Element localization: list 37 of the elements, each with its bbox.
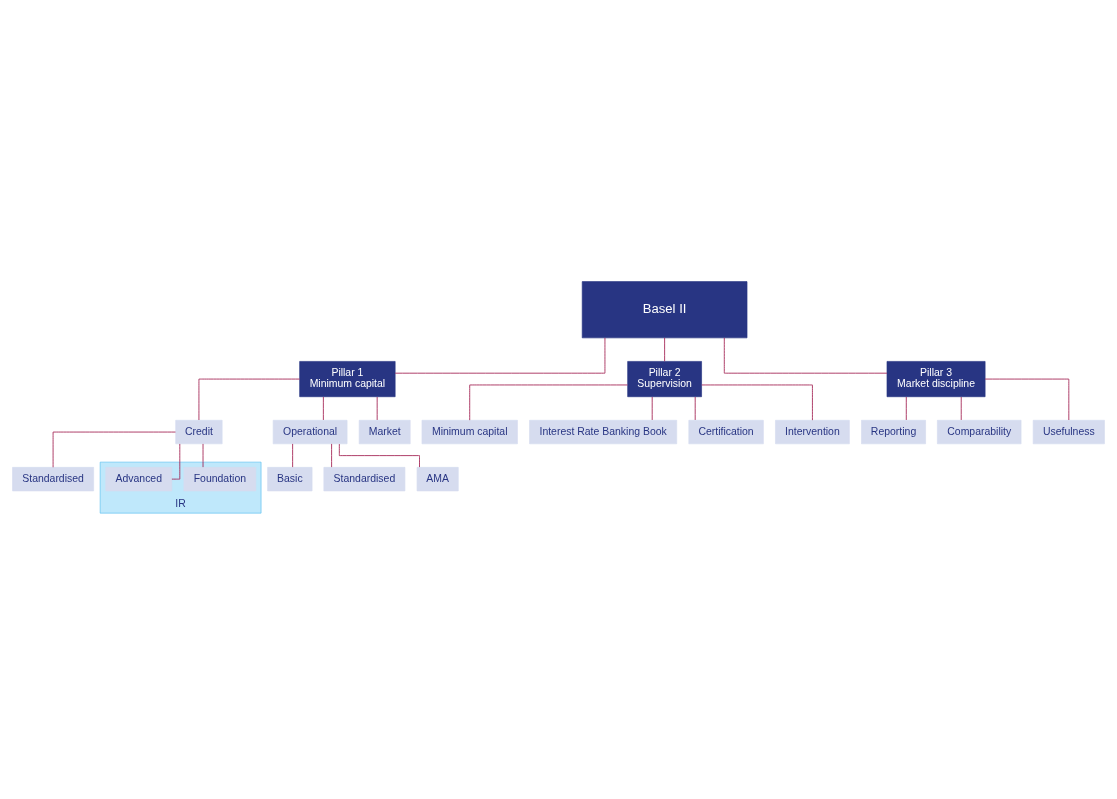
connector <box>331 443 333 468</box>
connector <box>171 443 181 480</box>
node-box: Operational <box>272 419 348 444</box>
node-box: Usefulness <box>1032 419 1105 444</box>
connector <box>469 384 628 421</box>
connector <box>198 378 301 420</box>
node-box: Reporting <box>861 419 926 444</box>
node-box: Foundation <box>183 466 257 491</box>
node-box: Pillar 2 Supervision <box>627 360 702 397</box>
connector <box>376 396 378 420</box>
node-box: Standardised <box>12 466 94 491</box>
node-box: Market <box>358 419 411 444</box>
node-box: Standardised <box>323 466 406 491</box>
connector <box>701 384 813 421</box>
connector <box>960 396 962 420</box>
connector <box>723 337 888 374</box>
node-box: Comparability <box>937 419 1022 444</box>
connector <box>651 396 653 420</box>
node-box: Minimum capital <box>421 419 518 444</box>
connector <box>52 431 176 468</box>
node-box: Interest Rate Banking Book <box>529 419 678 444</box>
connector <box>394 337 606 374</box>
node-box: AMA <box>416 466 459 491</box>
node-box: Pillar 3 Market discipline <box>886 360 986 397</box>
connector <box>292 443 294 468</box>
node-box: Advanced <box>105 466 173 491</box>
connector <box>905 396 907 420</box>
node-box: Credit <box>175 419 223 444</box>
node-box: Basic <box>267 466 313 491</box>
connector <box>664 337 666 362</box>
node-box: Certification <box>688 419 764 444</box>
connector <box>694 396 696 420</box>
connector <box>322 396 324 420</box>
node-box: Pillar 1 Minimum capital <box>299 360 396 397</box>
node-box: Basel II <box>581 280 748 338</box>
node-box: Intervention <box>775 419 850 444</box>
connector <box>984 378 1070 420</box>
